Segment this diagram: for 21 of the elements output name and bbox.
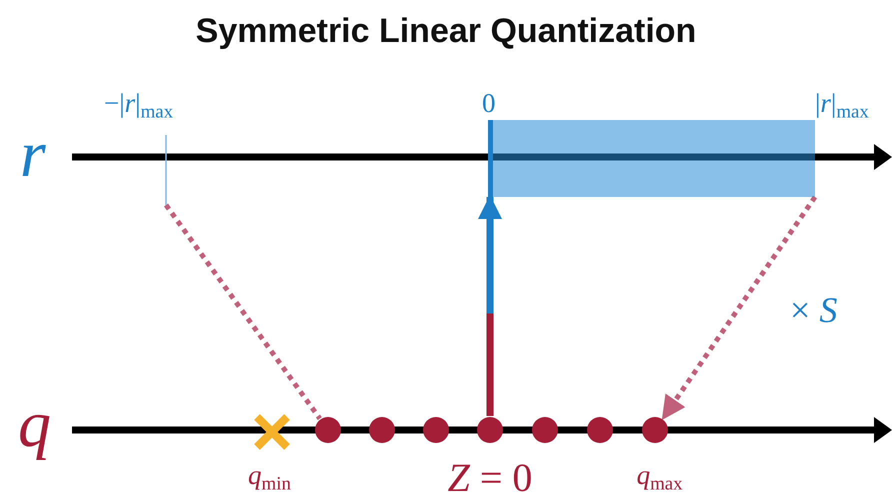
math-label: q$_{min}$ <box>248 462 291 489</box>
arrow <box>478 195 502 416</box>
math-label: Z = 0 <box>448 458 532 498</box>
quantized-point <box>477 417 503 443</box>
axis-label: r <box>20 122 46 188</box>
arrow <box>660 196 818 420</box>
quantized-point <box>369 417 395 443</box>
title: Symmetric Linear Quantization <box>194 12 698 51</box>
math-label: q$_{max}$ <box>636 462 683 489</box>
quantized-point <box>587 417 613 443</box>
scale-label: × S <box>790 292 838 328</box>
quantized-point <box>532 417 558 443</box>
range-bar <box>488 120 815 197</box>
axis-label: q <box>18 392 51 458</box>
quantized-point <box>423 417 449 443</box>
quantized-point <box>642 417 668 443</box>
connector-line <box>164 204 322 420</box>
tick-label: 0 <box>482 90 496 117</box>
quantized-point <box>315 417 341 443</box>
tick-label: |r|$_{max}$ <box>815 90 869 117</box>
math-label: −|r|$_{max}$ <box>104 90 174 117</box>
